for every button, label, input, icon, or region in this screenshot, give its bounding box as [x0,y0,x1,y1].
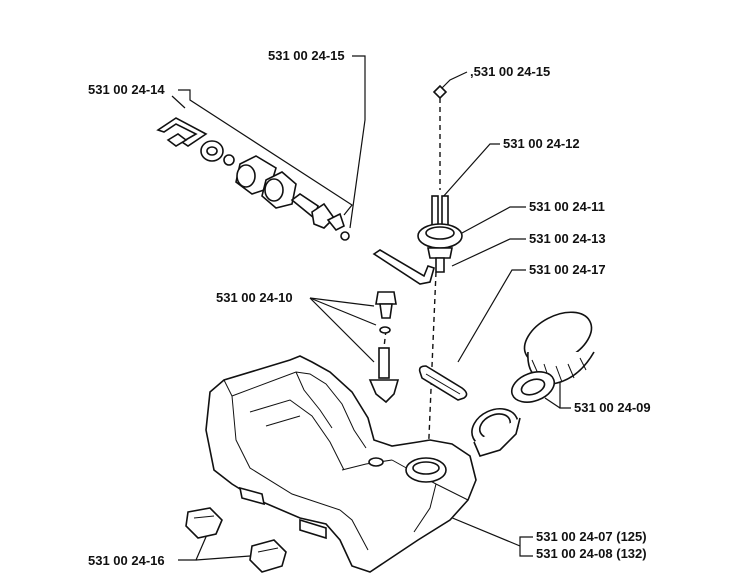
label-531-00-24-12: 531 00 24-12 [503,136,580,151]
label-531-00-24-14: 531 00 24-14 [88,82,165,97]
rubber-mounts [185,507,287,573]
fuel-cap [510,311,595,403]
top-oring [432,84,448,100]
label-531-00-24-10: 531 00 24-10 [216,290,293,305]
label-531-00-24-07: 531 00 24-07 (125) [536,529,647,544]
label-531-00-24-17: 531 00 24-17 [529,262,606,277]
label-531-00-24-09: 531 00 24-09 [574,400,651,415]
fuel-tank [205,355,477,573]
label-531-00-24-13: 531 00 24-13 [529,231,606,246]
breather-valve [368,291,400,404]
fuel-hose [372,249,435,285]
label-531-00-24-15-hose: 531 00 24-15 [268,48,345,63]
label-531-00-24-11: 531 00 24-11 [529,199,605,214]
label-531-00-24-16: 531 00 24-16 [88,553,165,568]
filler-neck [471,407,521,457]
seal-loop [418,365,468,401]
label-531-00-24-08: 531 00 24-08 (132) [536,546,647,561]
label-531-00-24-15-oring: ,531 00 24-15 [470,64,550,79]
fuel-filter-assembly [156,117,350,241]
leader-lines [171,55,571,561]
grommet-assembly [417,195,463,273]
